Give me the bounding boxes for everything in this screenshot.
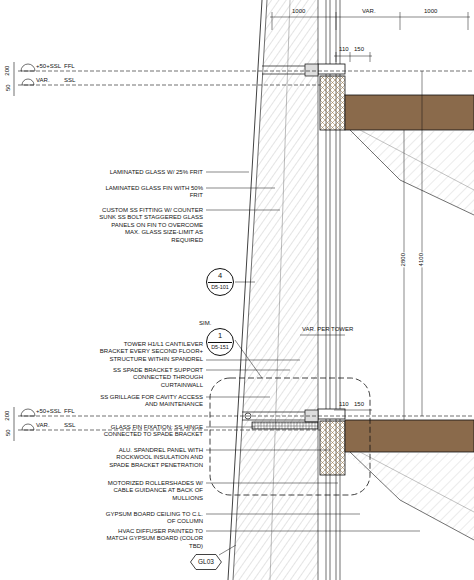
dimension: 110 [339, 46, 349, 53]
level-value: VAR. [36, 422, 50, 429]
callout-bubble: SIM.1D5-151 [206, 328, 234, 356]
tag-text: GL03 [190, 554, 222, 570]
leader-lines [206, 172, 420, 555]
similar-note: SIM. [199, 320, 211, 327]
level-name: FFL [64, 63, 75, 70]
note: GLASS FIN FIXATION: SS HINGE CONNECTED T… [98, 424, 203, 439]
note: TOWER H1/L1 CANTILEVER BRACKET EVERY SEC… [98, 341, 203, 363]
dimension: 4100 [418, 252, 425, 267]
dimension: 200 [4, 65, 11, 77]
level-value: +50+SSL [36, 63, 61, 70]
level-name: FFL [64, 408, 75, 415]
callout-divider [208, 342, 232, 343]
dimension: 150 [354, 46, 364, 53]
spandrel-top [318, 64, 474, 215]
note: LAMINATED GLASS FIN WITH 50% FRIT [98, 185, 203, 200]
dimension: 110 [339, 401, 349, 408]
dimension: VAR. [362, 8, 376, 15]
glass-fin-band [228, 0, 318, 580]
dimension: 1000 [424, 8, 437, 15]
note: MOTORIZED ROLLERSHADES W/ CABLE GUIDANCE… [98, 480, 203, 502]
dimension: 1000 [292, 8, 305, 15]
dimension: 50 [4, 429, 11, 438]
note: GYPSUM BOARD CEILING TO C.L. OF COLUMN [98, 511, 203, 526]
level-value: +50+SSL [36, 408, 61, 415]
dimension: 200 [4, 410, 11, 422]
note: ALU. SPANDREL PANEL WITH ROCKWOOL INSULA… [98, 447, 203, 469]
sheet-reference: D5-101 [207, 284, 233, 291]
note: SS GRILLAGE FOR CAVITY ACCESS AND MAINTE… [98, 394, 203, 409]
dimension: VAR. PER TOWER [302, 326, 353, 333]
spade-brackets [242, 64, 318, 429]
level-name: SSL [64, 77, 75, 84]
dimension: 50 [4, 84, 11, 93]
glass-type-tag: GL03 [190, 554, 222, 570]
spandrel-bottom [318, 409, 474, 540]
dimension-lines [270, 12, 470, 420]
level-markers [14, 62, 474, 441]
detail-bubble [210, 378, 370, 495]
dimension: 2800 [400, 252, 407, 267]
callout-divider [208, 282, 232, 283]
sheet-reference: D5-151 [207, 344, 233, 351]
note: CUSTOM SS FITTING W/ COUNTER SUNK SS BOL… [98, 207, 203, 244]
callout-number: 4 [207, 272, 233, 280]
callout-bubble: 4D5-101 [206, 268, 234, 296]
note: HVAC DIFFUSER PAINTED TO MATCH GYPSUM BO… [98, 528, 203, 550]
note: SS SPADE BRACKET SUPPORT CONNECTED THROU… [98, 367, 203, 389]
level-name: SSL [64, 422, 75, 429]
dimension: 150 [354, 401, 364, 408]
note: LAMINATED GLASS W/ 25% FRIT [98, 169, 203, 176]
callout-number: 1 [207, 332, 233, 340]
level-value: VAR. [36, 77, 50, 84]
